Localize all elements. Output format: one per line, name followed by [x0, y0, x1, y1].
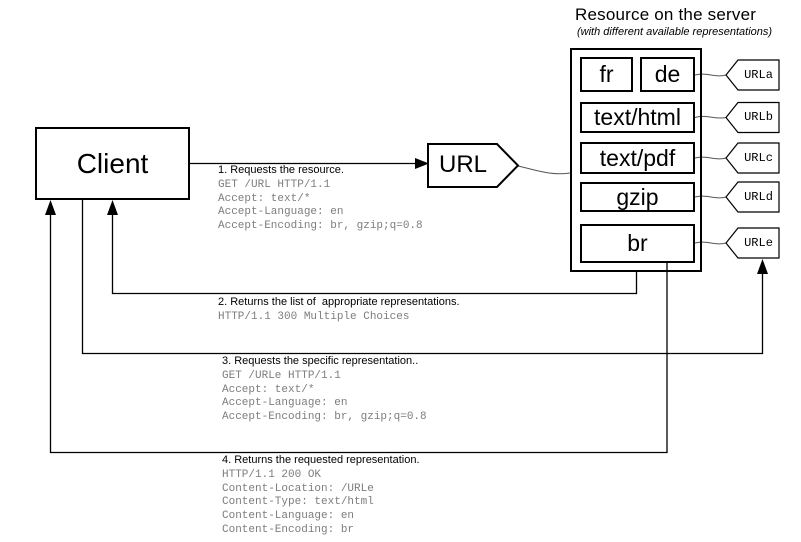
connector-urle: [694, 241, 727, 245]
server-subtitle: (with different available representation…: [577, 26, 773, 38]
step4-title: 4. Returns the requested representation.: [222, 454, 420, 466]
step1-http-line: Accept-Language: en: [218, 206, 344, 219]
arrow-step2-line: [111, 203, 638, 295]
step4-http-line: HTTP/1.1 200 OK: [222, 469, 322, 481]
arrow-step4-head: [45, 200, 56, 215]
step4-annotation: 4. Returns the requested representation.…: [222, 453, 420, 538]
representation-text-html-label: text/html: [594, 104, 681, 130]
client-label: Client: [76, 147, 149, 179]
step3-annotation: 3. Requests the specific representation.…: [222, 354, 427, 425]
representation-fr-label: fr: [599, 61, 614, 87]
representation-text-html: text/html: [580, 102, 695, 133]
client-node: Client: [35, 127, 190, 200]
step4-http-line: Content-Language: en: [222, 510, 355, 523]
representation-br-label: br: [627, 230, 648, 256]
step1-http-line: GET /URL HTTP/1.1: [218, 179, 331, 191]
step1-annotation: 1. Requests the resource. GET /URL HTTP/…: [218, 163, 423, 234]
step3-title: 3. Requests the specific representation.…: [222, 355, 419, 367]
arrow-step4-line: [49, 203, 668, 454]
url-node-shape: [427, 143, 520, 188]
url-to-server-connector: [517, 165, 571, 175]
step3-http-line: Accept-Encoding: br, gzip;q=0.8: [222, 411, 427, 424]
tag-urla-shape: [725, 59, 780, 91]
arrow-step3-line: [81, 200, 764, 355]
connector-urlb: [694, 115, 727, 119]
server-title: Resource on the server: [575, 5, 757, 24]
representation-br: br: [580, 224, 695, 263]
tag-urle-label: URLe: [744, 236, 773, 250]
arrow-step2-head: [107, 200, 118, 215]
tag-urla-label: URLa: [744, 68, 773, 82]
tag-urlc-label: URLc: [744, 151, 773, 165]
tag-urlb-shape: [725, 101, 780, 134]
connector-urla: [694, 73, 727, 77]
step3-http-line: Accept: text/*: [222, 383, 315, 396]
step1-http-line: Accept: text/*: [218, 192, 311, 205]
connector-urld: [694, 195, 727, 199]
step4-http-line: Content-Encoding: br: [222, 523, 355, 536]
connector-urlc: [694, 156, 727, 160]
step1-http-line: Accept-Encoding: br, gzip;q=0.8: [218, 220, 423, 233]
representation-gzip-label: gzip: [616, 183, 659, 210]
step2-annotation: 2. Returns the list of appropriate repre…: [218, 295, 460, 325]
arrow-step3-head: [757, 259, 768, 274]
step1-title: 1. Requests the resource.: [218, 164, 344, 176]
step2-http-line: HTTP/1.1 300 Multiple Choices: [218, 311, 410, 323]
arrow-step1-head: [415, 158, 429, 169]
representation-de-label: de: [654, 61, 681, 87]
tag-urle-shape: [725, 227, 780, 259]
tag-urlc-shape: [725, 142, 780, 174]
representation-text-pdf-label: text/pdf: [599, 144, 676, 171]
step4-http-line: Content-Location: /URLe: [222, 482, 374, 495]
step2-title: 2. Returns the list of appropriate repre…: [218, 296, 460, 308]
server-resource-box: [570, 48, 702, 272]
step3-http-line: Accept-Language: en: [222, 397, 348, 410]
representation-fr: fr: [580, 57, 633, 92]
tag-urlb-label: URLb: [744, 110, 773, 124]
step3-http-line: GET /URLe HTTP/1.1: [222, 370, 341, 382]
representation-text-pdf: text/pdf: [580, 142, 695, 174]
representation-de: de: [640, 57, 695, 92]
url-node-label: URL: [438, 151, 487, 178]
representation-gzip: gzip: [580, 182, 695, 212]
tag-urld-label: URLd: [744, 190, 773, 204]
step4-http-line: Content-Type: text/html: [222, 496, 374, 509]
tag-urld-shape: [725, 181, 780, 213]
